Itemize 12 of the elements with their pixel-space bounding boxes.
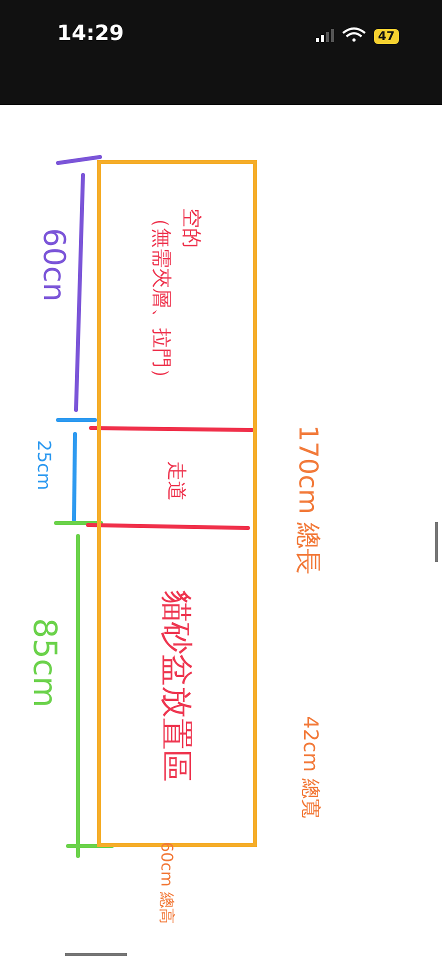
compartment-label: 貓砂盆放置區 xyxy=(157,590,197,782)
battery-level: 47 xyxy=(374,29,399,44)
dimension-label: 60cm 總高 xyxy=(158,842,176,924)
compartment-label: 空的 xyxy=(179,208,205,250)
clock-time: 14:29 xyxy=(57,22,124,46)
dimension-label: 42cm 總寬 xyxy=(300,716,322,818)
dimension-label: 60cn xyxy=(37,228,70,302)
dimension-label: 85cm xyxy=(27,618,62,708)
dimension-label: 25cm xyxy=(33,440,53,490)
compartment-note: （無需夾層、拉門） xyxy=(149,208,175,388)
dimension-label: 170cm 總長 xyxy=(293,425,322,575)
compartment-label: 走道 xyxy=(164,460,190,500)
